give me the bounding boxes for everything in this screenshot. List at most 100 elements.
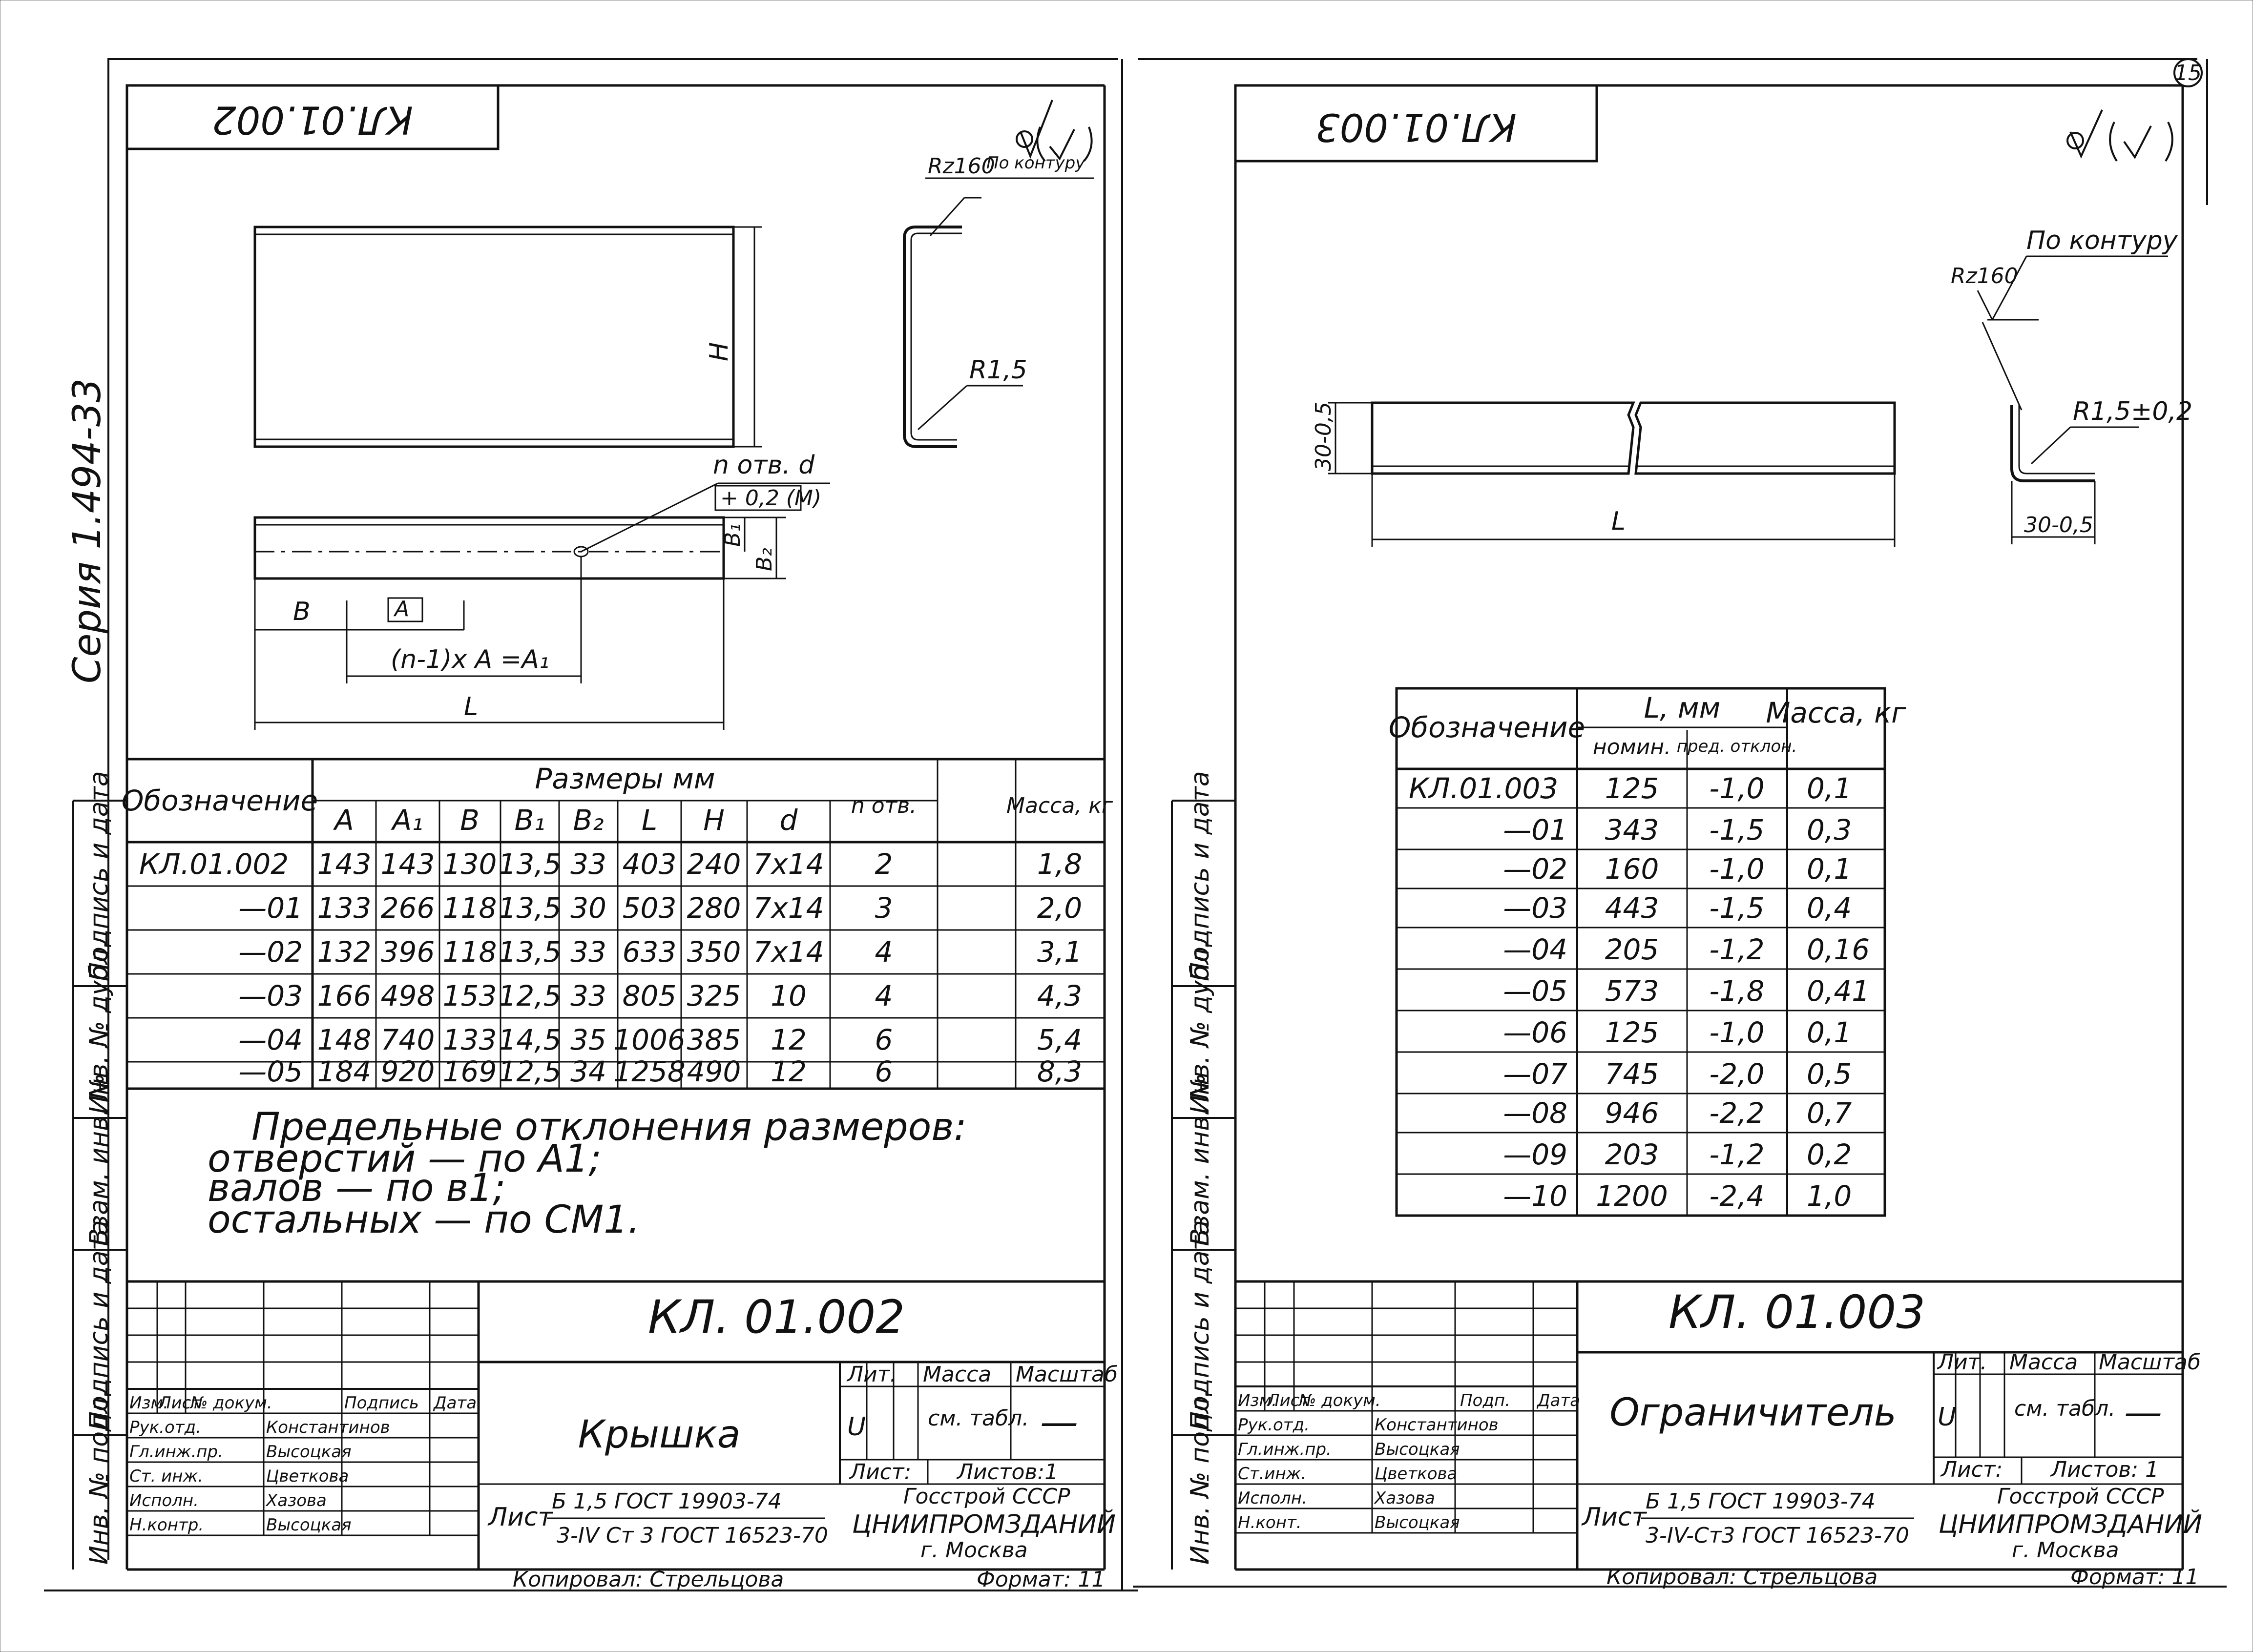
table-cell: 148	[317, 1023, 372, 1056]
svg-text:Обозначение: Обозначение	[1389, 711, 1585, 744]
table-cell: 14,5	[498, 1023, 561, 1056]
table-cell: 2	[875, 847, 893, 881]
table-cell: -1,5	[1709, 813, 1764, 847]
svg-text:Масштаб: Масштаб	[2099, 1350, 2201, 1375]
svg-text:Масса: Масса	[2009, 1350, 2078, 1375]
svg-text:пред. отклон.: пред. отклон.	[1677, 737, 1797, 756]
svg-text:КЛ. 01.002: КЛ. 01.002	[648, 1291, 905, 1344]
lid-top-view: n отв. d + 0,2 (M) B₁ B₂ B A (n-1)x A =A…	[253, 451, 830, 730]
table-cell: —04	[238, 1023, 303, 1056]
svg-text:—: —	[1040, 1401, 1078, 1445]
column-header: Масса, кг	[1006, 793, 1113, 818]
table-cell: —01	[238, 891, 303, 925]
svg-text:(n-1)x A =A₁: (n-1)x A =A₁	[391, 645, 549, 674]
table-cell: 0,2	[1807, 1138, 1852, 1171]
table-cell: 169	[443, 1055, 497, 1088]
svg-text:Масса: Масса	[923, 1362, 991, 1387]
svg-text:Подпись и дата: Подпись и дата	[1186, 1220, 1215, 1430]
right-sheet: Подпись и дата Инв. № дубл. Взам. инв. №…	[1133, 58, 2227, 1590]
table-cell: 403	[623, 847, 677, 881]
svg-text:Rz160: Rz160	[928, 154, 995, 179]
table-cell: 118	[443, 891, 497, 925]
signatory-name: Константинов	[1375, 1415, 1499, 1435]
column-header: L	[642, 804, 657, 837]
table-cell: 30	[570, 891, 606, 925]
table-cell: 240	[687, 847, 741, 881]
svg-text:+ 0,2 (M): + 0,2 (M)	[720, 486, 821, 511]
table-cell: —06	[1503, 1016, 1567, 1049]
svg-text:г. Москва: г. Москва	[920, 1538, 1028, 1563]
svg-text:По контуру: По контуру	[2026, 226, 2178, 255]
svg-text:3-IV-Ст3 ГОСТ 16523-70: 3-IV-Ст3 ГОСТ 16523-70	[1646, 1523, 1909, 1548]
svg-text:Формат: 11: Формат: 11	[2070, 1565, 2199, 1590]
svg-text:Госстрой СССР: Госстрой СССР	[903, 1484, 1070, 1509]
signatory-name: Высоцкая	[266, 1515, 352, 1535]
table-cell: КЛ.01.003	[1409, 772, 1558, 805]
table-cell: 503	[623, 891, 677, 925]
table-cell: 343	[1605, 813, 1659, 847]
svg-text:Крышка: Крышка	[578, 1413, 741, 1457]
svg-text:КЛ.01.003: КЛ.01.003	[1315, 105, 1517, 149]
table-cell: 6	[875, 1055, 893, 1088]
svg-text:см. табл.: см. табл.	[928, 1406, 1029, 1431]
lid-profile-section: R1,5	[903, 197, 1027, 448]
table-cell: —10	[1503, 1179, 1567, 1213]
signatory-role: Ст.инж.	[1238, 1464, 1306, 1484]
svg-text:Ограничитель: Ограничитель	[1609, 1391, 1896, 1435]
table-cell: —05	[1503, 974, 1567, 1008]
table-cell: 0,7	[1807, 1096, 1852, 1130]
svg-text:Лит.: Лит.	[846, 1362, 897, 1387]
table-cell: 10	[771, 979, 807, 1012]
table-cell: —02	[238, 935, 303, 969]
svg-text:Дата: Дата	[1536, 1391, 1580, 1410]
table-cell: —02	[1503, 852, 1567, 886]
svg-text:Взам. инв. №: Взам. инв. №	[84, 1074, 114, 1246]
table-cell: 0,3	[1807, 813, 1852, 847]
table-cell: —01	[1503, 813, 1567, 847]
table-cell: 160	[1605, 852, 1659, 886]
svg-text:валов — по в1;: валов — по в1;	[208, 1166, 505, 1210]
svg-text:Лит.: Лит.	[1937, 1350, 1987, 1375]
table-cell: —07	[1503, 1057, 1567, 1091]
svg-text:Размеры мм: Размеры мм	[535, 762, 715, 795]
table-cell: КЛ.01.002	[139, 847, 289, 881]
roughness-symbol: Rz160 По контуру	[925, 100, 1094, 179]
column-header: Обозначение	[122, 784, 318, 817]
table-cell: 0,16	[1807, 933, 1870, 966]
svg-text:№ докум.: № докум.	[189, 1393, 272, 1413]
table-cell: 946	[1605, 1096, 1659, 1130]
svg-text:Лист: Лист	[1266, 1391, 1310, 1410]
table-cell: 12,5	[498, 979, 561, 1012]
lid-front-view: H	[253, 226, 762, 448]
limiter-front-view: 30-0,5 L	[1311, 401, 1896, 547]
column-header: B	[460, 804, 480, 837]
table-cell: 266	[381, 891, 435, 925]
page-number: 15	[2173, 58, 2203, 87]
table-cell: 205	[1605, 933, 1659, 966]
stamp-code-box: КЛ.01.002	[125, 84, 500, 150]
table-cell: 1006	[613, 1023, 686, 1056]
table-cell: —05	[238, 1055, 303, 1088]
table-cell: -2,0	[1709, 1057, 1764, 1091]
table-cell: 184	[317, 1055, 372, 1088]
svg-text:ЦНИИПРОМЗДАНИЙ: ЦНИИПРОМЗДАНИЙ	[1939, 1509, 2202, 1539]
column-header: B₁	[514, 804, 545, 837]
svg-text:—: —	[2124, 1391, 2162, 1435]
table-cell: 4	[875, 935, 893, 969]
svg-text:Лист:: Лист:	[849, 1460, 911, 1485]
svg-text:L: L	[464, 692, 478, 722]
column-header: A₁	[391, 804, 423, 837]
svg-text:Подп.: Подп.	[1460, 1391, 1510, 1410]
column-header: H	[703, 804, 725, 837]
table-cell: 385	[687, 1023, 741, 1056]
signatory-role: Исполн.	[1238, 1488, 1307, 1508]
svg-text:КЛ. 01.003: КЛ. 01.003	[1669, 1286, 1925, 1339]
table-cell: 33	[570, 935, 606, 969]
table-cell: 7x14	[753, 935, 824, 969]
table-cell: —09	[1503, 1138, 1567, 1171]
series-label: Серия 1.494-33	[65, 378, 109, 683]
table-cell: 3,1	[1037, 935, 1082, 969]
table-cell: 0,1	[1807, 1016, 1852, 1049]
table-cell: 490	[687, 1055, 741, 1088]
